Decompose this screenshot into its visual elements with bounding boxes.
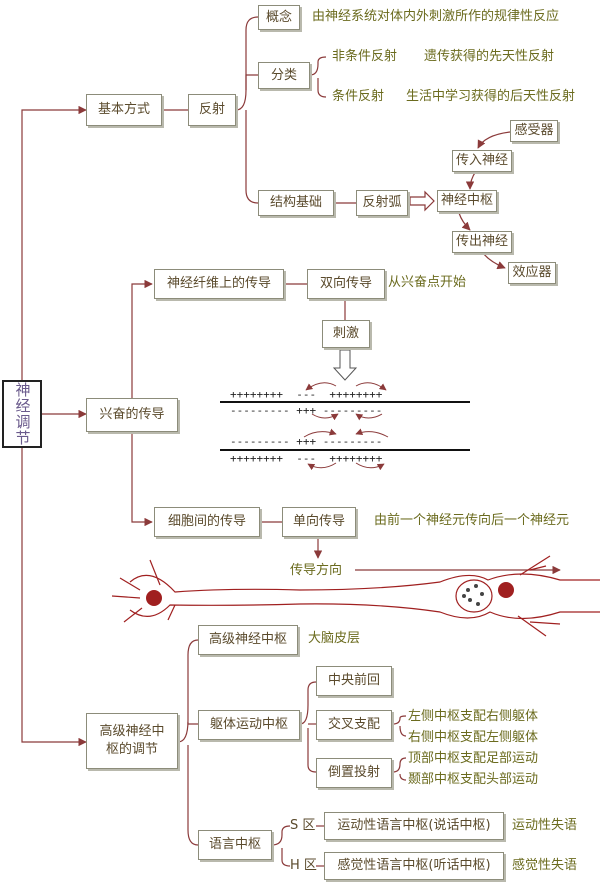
unconditioned-reflex: 非条件反射 (332, 49, 398, 64)
charges-outer-top: ++++++++ --- ++++++++ (230, 388, 383, 401)
cortex-text: 大脑皮层 (308, 631, 361, 646)
classification-node: 分类 (258, 62, 310, 89)
charges-outer-bottom: ++++++++ --- ++++++++ (230, 452, 383, 465)
top-foot-text: 顶部中枢支配足部运动 (408, 751, 539, 766)
higher-center-node: 高级神经中枢的调节 (86, 713, 178, 769)
motor-language-center-node: 运动性语言中枢(说话中枢) (324, 812, 504, 840)
direction-label: 传导方向 (290, 563, 343, 578)
arc-efferent-nerve: 传出神经 (452, 231, 512, 253)
language-center-node: 语言中枢 (198, 830, 272, 860)
unconditioned-desc: 遗传获得的先天性反射 (424, 49, 555, 64)
charges-inner-top: --------- +++ --------- (230, 404, 383, 417)
unidirectional-node: 单向传导 (282, 507, 356, 537)
temporal-head-text: 颞部中枢支配头部运动 (408, 772, 539, 787)
left-right-text: 左侧中枢支配右侧躯体 (408, 709, 539, 724)
stimulus-node: 刺激 (322, 320, 370, 348)
arc-receptor: 感受器 (510, 120, 558, 142)
from-point-text: 从兴奋点开始 (388, 275, 467, 290)
motor-center-node: 躯体运动中枢 (198, 710, 300, 740)
root-node: 神经调节 (2, 380, 42, 448)
stimulus-arrow (332, 349, 358, 381)
reflex-node: 反射 (188, 94, 236, 126)
charges-inner-bottom: --------- +++ --------- (230, 435, 383, 448)
basic-way-node: 基本方式 (86, 94, 162, 126)
reflex-arc-node: 反射弧 (356, 190, 408, 216)
concept-text: 由神经系统对体内外刺激所作的规律性反应 (312, 9, 560, 24)
unidirectional-desc: 由前一个神经元传向后一个神经元 (374, 513, 570, 528)
sensory-aphasia-text: 感觉性失语 (512, 858, 578, 873)
conditioned-reflex: 条件反射 (332, 89, 385, 104)
h-area-label: H 区 (290, 858, 317, 873)
cross-control-node: 交叉支配 (316, 710, 392, 740)
right-left-text: 右侧中枢支配左侧躯体 (408, 730, 539, 745)
inverted-projection-node: 倒置投射 (316, 758, 392, 788)
s-area-label: S 区 (290, 818, 316, 833)
excitation-node: 兴奋的传导 (86, 398, 178, 432)
arc-afferent-nerve: 传入神经 (452, 150, 512, 172)
precentral-gyrus-node: 中央前回 (316, 666, 392, 696)
bidirectional-node: 双向传导 (307, 269, 385, 299)
sensory-language-center-node: 感觉性语言中枢(听话中枢) (324, 852, 504, 880)
concept-node: 概念 (258, 5, 300, 30)
arc-nerve-center: 神经中枢 (437, 190, 497, 212)
neuron-illustration (111, 555, 600, 637)
motor-aphasia-text: 运动性失语 (512, 818, 578, 833)
structural-basis-node: 结构基础 (258, 190, 334, 216)
between-cells-node: 细胞间的传导 (154, 507, 260, 537)
higher-nerve-center-node: 高级神经中枢 (198, 625, 298, 655)
fiber-conduction-node: 神经纤维上的传导 (154, 269, 284, 299)
conditioned-desc: 生活中学习获得的后天性反射 (406, 89, 576, 104)
arc-effector: 效应器 (508, 262, 556, 284)
